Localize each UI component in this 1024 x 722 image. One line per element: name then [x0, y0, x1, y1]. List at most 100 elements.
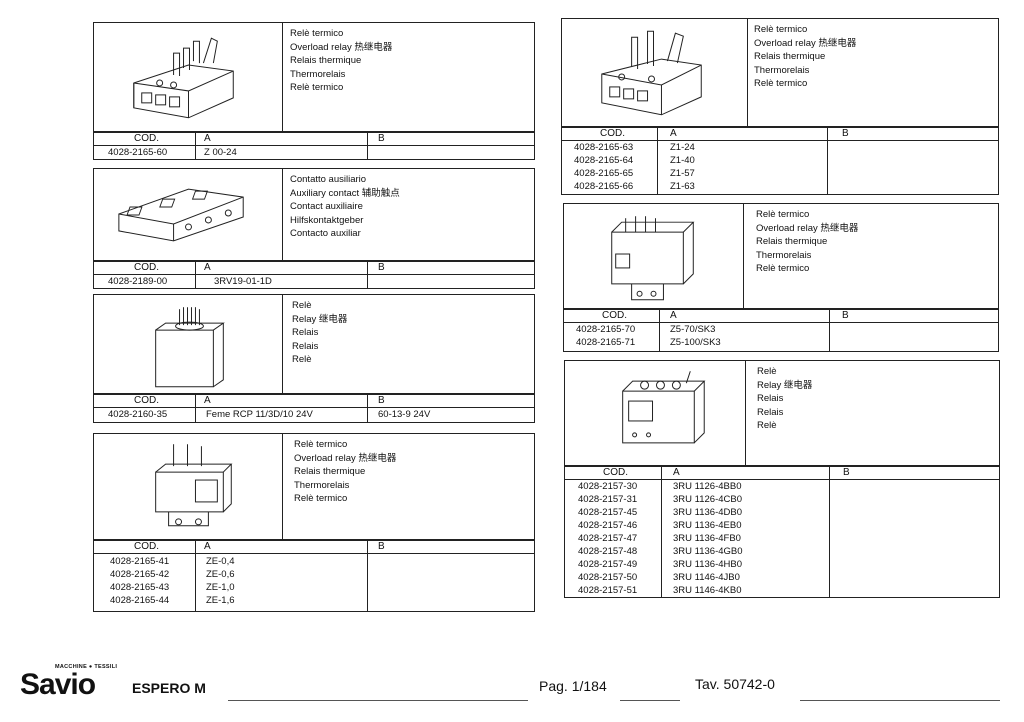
cell-a: 3RV19-01-1D	[214, 276, 272, 287]
table-header: COD. A B	[565, 467, 999, 480]
table-row: 4028-2165-44 ZE-1,6	[94, 594, 534, 607]
brand-logo: Savio	[20, 668, 96, 701]
desc-line: Relè termico	[294, 439, 348, 450]
table-header: COD. A B	[94, 541, 534, 554]
table-header: COD. A B	[94, 262, 534, 275]
cell-code: 4028-2157-30	[578, 481, 638, 492]
overload-relay-image	[94, 23, 283, 131]
cell-code: 4028-2165-42	[110, 569, 170, 580]
cell-a: 3RU 1146-4KB0	[673, 585, 742, 596]
header-code: COD.	[602, 310, 627, 321]
header-b: B	[843, 467, 850, 478]
desc-line: Hilfskontaktgeber	[290, 214, 364, 226]
description-list: Relè termico Overload relay 热继电器 Relais …	[294, 438, 396, 506]
parts-table: COD. A B 4028-2165-70 Z5-70/SK3 4028-216…	[563, 309, 999, 352]
parts-table: COD. A B 4028-2165-60 Z 00-24	[93, 132, 535, 160]
cell-code: 4028-2165-70	[576, 324, 636, 335]
table-row: 4028-2165-64 Z1-40	[562, 154, 998, 167]
panel-auxiliary-contact: Contatto ausiliario Auxiliary contact 辅助…	[93, 168, 535, 261]
desc-line: Relè	[757, 420, 777, 432]
desc-line: Relais thermique	[754, 51, 826, 63]
cell-code: 4028-2165-64	[574, 155, 634, 166]
cell-code: 4028-2157-48	[578, 546, 638, 557]
cell-code: 4028-2157-46	[578, 520, 638, 531]
table-header: COD. A B	[562, 128, 998, 141]
desc-line: Relè termico	[756, 209, 810, 220]
description-list: Relè Relay 继电器 Relais Relais Relè	[292, 299, 347, 367]
auxiliary-contact-image	[94, 169, 283, 260]
header-a: A	[673, 467, 680, 478]
cell-code: 4028-2165-66	[574, 181, 634, 192]
desc-line: Overload relay 热继电器	[294, 452, 397, 464]
cell-code: 4028-2165-63	[574, 142, 634, 153]
footer-rule	[620, 700, 680, 701]
desc-line: Relè termico	[754, 78, 808, 90]
table-row: 4028-2165-60 Z 00-24	[94, 146, 534, 159]
model-name: ESPERO M	[132, 680, 206, 696]
parts-table: COD. A B 4028-2189-00 3RV19-01-1D	[93, 261, 535, 289]
cell-a: Z1-57	[670, 168, 695, 179]
cell-code: 4028-2165-65	[574, 168, 634, 179]
cell-a: ZE-0,4	[206, 556, 235, 567]
cell-a: Z5-70/SK3	[670, 324, 716, 335]
cell-code: 4028-2160-35	[108, 409, 168, 420]
table-row: 4028-2160-35 Feme RCP 11/3D/10 24V 60-13…	[94, 408, 534, 421]
panel-overload-relay-z5: Relè termico Overload relay 热继电器 Relais …	[563, 203, 999, 309]
table-row: 4028-2189-00 3RV19-01-1D	[94, 275, 534, 288]
desc-line: Relais	[292, 340, 319, 352]
desc-line: Relais	[757, 393, 784, 405]
desc-line: Relais thermique	[294, 466, 366, 478]
cell-code: 4028-2165-44	[110, 595, 170, 606]
panel-relay-rcp: Relè Relay 继电器 Relais Relais Relè	[93, 294, 535, 394]
cell-a: 3RU 1126-4BB0	[673, 481, 742, 492]
header-b: B	[842, 128, 849, 139]
table-header: COD. A B	[94, 133, 534, 146]
cell-code: 4028-2157-45	[578, 507, 638, 518]
desc-line: Relè termico	[756, 263, 810, 275]
table-row: 4028-2157-49 3RU 1136-4HB0	[565, 558, 999, 571]
header-b: B	[378, 262, 385, 273]
panel-overload-relay-z1: Relè termico Overload relay 热继电器 Relais …	[561, 18, 999, 127]
cell-code: 4028-2189-00	[108, 276, 168, 287]
desc-line: Relè termico	[294, 493, 348, 505]
desc-line: Relais thermique	[290, 55, 362, 67]
cell-a: Z1-63	[670, 181, 695, 192]
desc-line: Relais thermique	[756, 236, 828, 248]
desc-line: Relè	[292, 354, 312, 366]
desc-line: Relè termico	[754, 24, 808, 35]
header-a: A	[204, 262, 211, 273]
description-list: Relè termico Overload relay 热继电器 Relais …	[754, 23, 856, 91]
header-a: A	[204, 395, 211, 406]
cell-code: 4028-2157-31	[578, 494, 638, 505]
cell-code: 4028-2165-71	[576, 337, 636, 348]
cell-a: Feme RCP 11/3D/10 24V	[206, 409, 313, 420]
header-code: COD.	[603, 467, 628, 478]
header-b: B	[842, 310, 849, 321]
cell-code: 4028-2157-49	[578, 559, 638, 570]
header-a: A	[670, 128, 677, 139]
description-list: Relè termico Overload relay 热继电器 Relais …	[756, 208, 858, 276]
table-header: COD. A B	[94, 395, 534, 408]
header-a: A	[670, 310, 677, 321]
header-b: B	[378, 541, 385, 552]
overload-relay-image	[94, 434, 283, 539]
overload-relay-image	[562, 19, 748, 126]
header-a: A	[204, 133, 211, 144]
brand-tagline: MACCHINE ● TESSILI	[55, 664, 118, 670]
cell-a: ZE-1,0	[206, 582, 235, 593]
desc-line: Relè termico	[290, 28, 344, 39]
cell-a: Z1-24	[670, 142, 695, 153]
desc-line: Auxiliary contact 辅助触点	[290, 187, 400, 199]
desc-line: Relay 继电器	[757, 379, 813, 391]
desc-line: Thermorelais	[290, 68, 346, 80]
desc-line: Thermorelais	[294, 479, 350, 491]
cell-code: 4028-2157-51	[578, 585, 638, 596]
description-list: Contatto ausiliario Auxiliary contact 辅助…	[290, 173, 400, 241]
desc-line: Contacto auxiliar	[290, 228, 361, 240]
cell-a: 3RU 1136-4HB0	[673, 559, 743, 570]
cell-a: 3RU 1146-4JB0	[673, 572, 740, 583]
